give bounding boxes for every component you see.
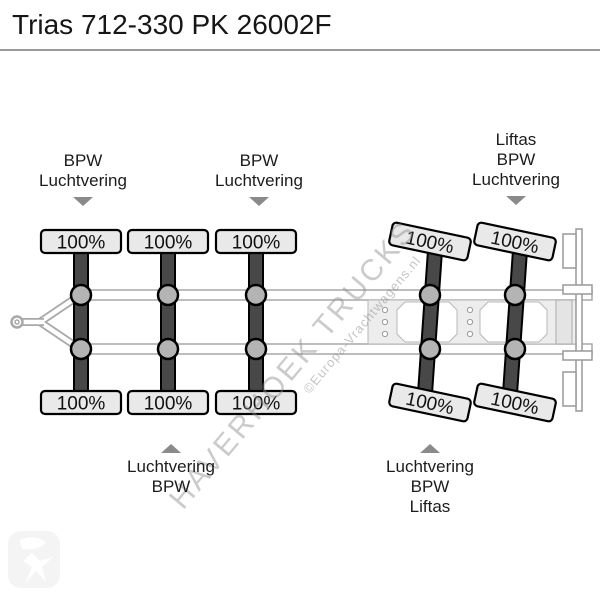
rear-lamp-plate-bottom	[562, 371, 577, 407]
wheel-axle2-bottom: 100%	[126, 389, 210, 416]
drawbar	[10, 291, 83, 353]
site-logo-watermark	[8, 531, 60, 588]
suspension-label-bottom-1: Luchtvering BPW	[127, 444, 215, 497]
label-line: BPW	[496, 150, 536, 169]
label-line: Liftas	[409, 497, 451, 516]
wheel-load-label: 100%	[232, 394, 281, 415]
hub	[244, 337, 268, 361]
rear-bracket-bottom	[562, 350, 593, 361]
wheel-load-label: 100%	[57, 233, 106, 254]
arrow-down-icon	[248, 197, 269, 206]
axle-bar-3	[248, 239, 264, 405]
logo-figure-body	[23, 553, 53, 584]
label-line: BPW	[239, 151, 279, 170]
axle-bars	[73, 238, 529, 406]
hub	[156, 283, 180, 307]
axle-bar-1	[73, 239, 89, 405]
hub	[503, 337, 527, 361]
label-line: Luchtvering	[386, 457, 474, 476]
wheel-axle1-top: 100%	[39, 228, 123, 255]
title-divider	[0, 49, 600, 51]
wheel-load-label: 100%	[404, 228, 456, 259]
drawbar-eye-hole	[14, 319, 20, 325]
bolt-holes	[381, 306, 474, 338]
wheel-load-label: 100%	[57, 394, 106, 415]
rear-crossmember	[555, 299, 573, 345]
wheel-axle3-bottom: 100%	[214, 389, 298, 416]
label-line: Luchtvering	[39, 171, 127, 190]
suspension-label-top-2: BPW Luchtvering	[215, 151, 303, 206]
hub	[503, 283, 527, 307]
hub	[418, 283, 442, 307]
arrow-up-icon	[160, 444, 181, 453]
wheel-load-label: 100%	[144, 233, 193, 254]
wheel-axle3-top: 100%	[214, 228, 298, 255]
wheel-axle2-top: 100%	[126, 228, 210, 255]
label-line: Luchtvering	[215, 171, 303, 190]
wheel-axle1-bottom: 100%	[39, 389, 123, 416]
label-line: BPW	[63, 151, 103, 170]
label-line: Luchtvering	[127, 457, 215, 476]
label-line: Luchtvering	[472, 170, 560, 189]
arrow-down-icon	[505, 196, 526, 205]
rear-board	[575, 228, 583, 412]
suspension-label-bottom-2: Luchtvering BPW Liftas	[386, 444, 474, 517]
logo-figure-head	[20, 537, 46, 550]
hub	[69, 283, 93, 307]
arrow-down-icon	[72, 197, 93, 206]
wheel-load-label: 100%	[144, 394, 193, 415]
wheel-load-label: 100%	[404, 389, 456, 420]
wheel-axle4-top: 100%	[388, 221, 472, 262]
label-line: BPW	[151, 477, 191, 496]
hub	[156, 337, 180, 361]
hub	[244, 283, 268, 307]
chassis-web	[367, 299, 578, 345]
hub	[69, 337, 93, 361]
wheel-load-label: 100%	[489, 389, 541, 420]
hub	[418, 337, 442, 361]
arrow-up-icon	[419, 444, 440, 453]
suspension-label-top-1: BPW Luchtvering	[39, 151, 127, 206]
page-title: Trias 712-330 PK 26002F	[12, 9, 332, 40]
wheel-load-label: 100%	[489, 228, 541, 259]
rear-lamp-plate-top	[562, 233, 577, 269]
wheel-load-label: 100%	[232, 233, 281, 254]
rear-bracket-top	[562, 284, 593, 295]
label-line: BPW	[410, 477, 450, 496]
rear-end-assembly	[562, 228, 593, 412]
axle-bar-2	[160, 239, 176, 405]
suspension-label-top-3: Liftas BPW Luchtvering	[472, 130, 560, 205]
label-line: Liftas	[495, 130, 537, 149]
axle-hubs	[69, 283, 527, 361]
